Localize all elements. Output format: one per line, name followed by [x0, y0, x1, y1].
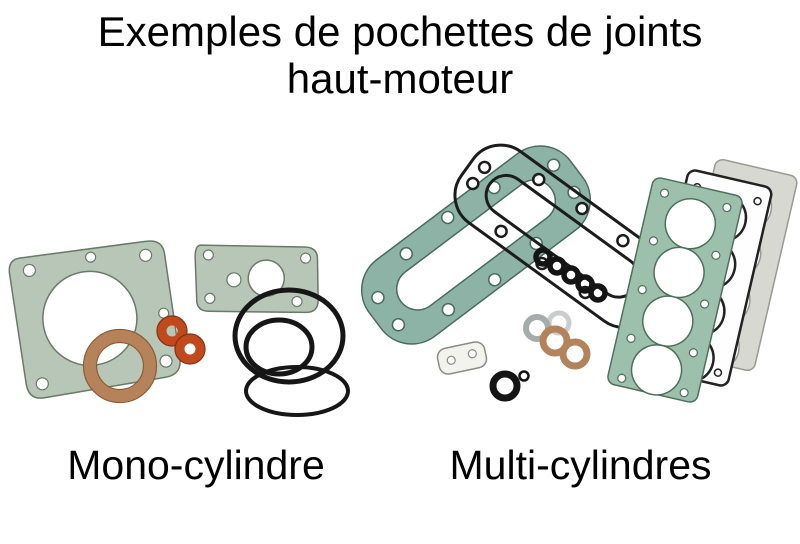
- bolt-hole: [575, 201, 589, 216]
- bolt-hole: [494, 224, 508, 239]
- multi-cylinder-gaskets: [360, 143, 798, 403]
- valve-stem-seals: [533, 247, 608, 303]
- bolt-hole: [688, 348, 698, 358]
- bolt-hole: [616, 233, 630, 248]
- bolt-hole: [467, 349, 477, 359]
- bolt-hole: [399, 247, 413, 261]
- bolt-hole: [477, 160, 492, 175]
- bolt-hole: [391, 318, 406, 332]
- bolt-hole: [617, 373, 627, 383]
- orange-ring-edge: [156, 315, 188, 347]
- bolt-hole: [440, 210, 455, 225]
- valve-seal: [547, 256, 567, 276]
- title-line-2: haut-moteur: [286, 55, 514, 103]
- small-white-gasket: [436, 341, 488, 375]
- bolt-hole: [291, 295, 303, 308]
- copper-washer-outer-edge: [82, 328, 158, 404]
- bolt-hole: [85, 251, 97, 263]
- bolt-hole: [531, 172, 546, 187]
- o-ring-medium: [243, 317, 315, 377]
- cylinder-bore-hole: [630, 344, 683, 396]
- bolt-hole: [466, 176, 480, 191]
- mono-cylinder-gaskets: [8, 240, 350, 417]
- bolt-hole: [626, 333, 636, 343]
- orange-ring-edge: [174, 333, 206, 365]
- bolt-hole: [371, 290, 385, 305]
- bolt-hole: [139, 248, 153, 262]
- copper-washer-small: [559, 338, 591, 370]
- bolt-hole: [487, 273, 502, 287]
- copper-washer: [82, 328, 158, 404]
- washer-cluster: [523, 310, 591, 370]
- valve-seal: [575, 274, 595, 294]
- head-gasket-green: [607, 177, 743, 403]
- bolt-hole: [713, 368, 723, 377]
- tiny-o-ring: [518, 370, 530, 382]
- bolt-hole: [700, 299, 710, 309]
- orange-ring: [175, 334, 205, 364]
- o-ring-flat: [244, 365, 350, 417]
- bolt-hole: [299, 252, 312, 264]
- bolt-hole: [441, 302, 456, 317]
- valve-seal: [588, 283, 608, 303]
- orange-exhaust-rings: [156, 315, 206, 365]
- bolt-hole: [722, 202, 732, 213]
- valve-seal: [533, 247, 553, 267]
- small-head-gasket: [194, 244, 319, 314]
- bolt-hole: [637, 285, 647, 295]
- black-o-rings: [232, 287, 350, 417]
- bolt-hole: [659, 188, 670, 198]
- copper-washer-ring: [84, 330, 156, 402]
- bolt-hole: [35, 377, 49, 391]
- bolt-hole: [711, 250, 721, 260]
- caption-multi-cylindres: Multi-cylindres: [449, 442, 712, 488]
- bolt-hole: [546, 158, 561, 172]
- bolt-hole: [202, 249, 214, 261]
- rubber-grommet: [489, 370, 521, 402]
- bolt-hole: [753, 196, 762, 206]
- orange-ring: [157, 316, 187, 346]
- bolt-hole: [648, 236, 659, 246]
- grommet-and-tiny-o-ring: [489, 370, 530, 402]
- bolt-hole: [22, 263, 36, 278]
- bolt-hole: [159, 354, 173, 368]
- caption-mono-cylindre: Mono-cylindre: [67, 442, 325, 488]
- valve-seal: [561, 265, 581, 285]
- bolt-hole: [446, 355, 456, 365]
- bolt-hole: [679, 388, 689, 398]
- gasket-hole: [226, 272, 242, 288]
- bolt-hole: [204, 292, 216, 304]
- figure-title: Exemples de pochettes de joints haut-mot…: [0, 8, 800, 102]
- copper-washer-inner-edge: [95, 341, 145, 391]
- o-ring-large: [232, 287, 346, 385]
- small-white-gasket-body: [436, 341, 488, 375]
- title-line-1: Exemples de pochettes de joints: [97, 8, 703, 55]
